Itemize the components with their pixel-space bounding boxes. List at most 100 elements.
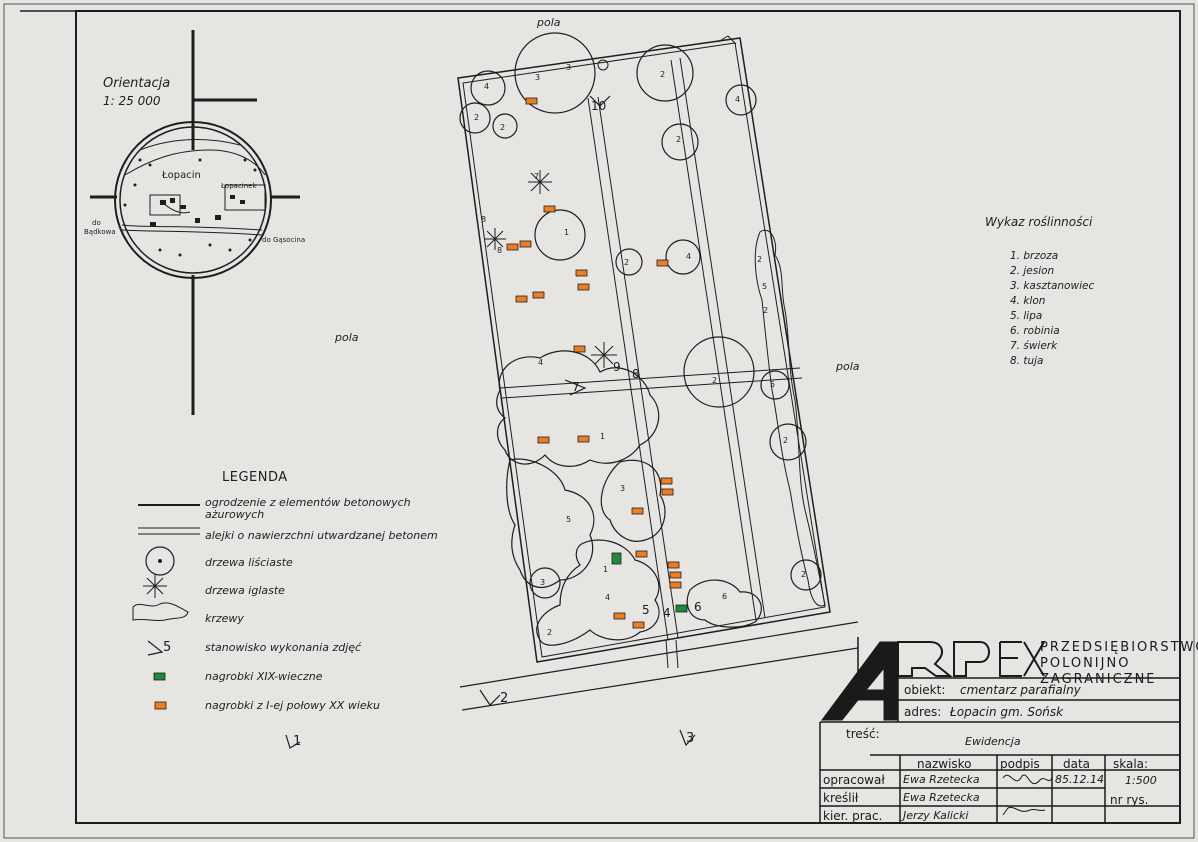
legend-fence: ogrodzenie z elementów betonowych ażurow… — [205, 496, 411, 521]
tree-label: 3 — [566, 63, 572, 72]
photo-station-5: 5 — [642, 603, 650, 617]
vegetation-item: 1. brzoza — [1010, 250, 1059, 262]
paper-edge — [3, 3, 1195, 839]
tree-label: 3 — [620, 484, 626, 493]
header-date: data — [1063, 757, 1091, 771]
tree-label: 1 — [600, 432, 606, 441]
field-label-left: pola — [335, 331, 359, 344]
orientation-scale: 1: 25 000 — [103, 94, 161, 108]
legend-photo-symbol: 5 — [163, 640, 172, 655]
photo-station-10: 10 — [591, 99, 607, 113]
tree-label: 1 — [603, 565, 609, 574]
tree-label: 2 — [474, 113, 480, 122]
legend-alleys: alejki o nawierzchni utwardzanej betonem — [205, 529, 438, 542]
company-line-2: POLONIJNO — [1040, 656, 1131, 671]
row-name: Ewa Rzetecka — [903, 773, 980, 786]
legend-shrubs: krzewy — [205, 612, 244, 625]
tree-label: 8 — [497, 246, 503, 255]
legend-conifers: drzewa iglaste — [205, 584, 285, 597]
inset-road-left-1: do — [92, 219, 101, 227]
company-line-1: PRZEDSIĘBIORSTWO — [1040, 640, 1198, 655]
vegetation-item: 3. kasztanowiec — [1010, 280, 1095, 292]
tree-label: 2 — [660, 70, 666, 79]
legend-tombs-19th: nagrobki XIX-wieczne — [205, 670, 323, 683]
row-name: Ewa Rzetecka — [903, 791, 980, 804]
content-value: Ewidencja — [965, 735, 1021, 748]
photo-station-4: 4 — [663, 606, 671, 620]
tombs-19th-century — [153, 552, 688, 681]
inset-village-label: Łopacin — [162, 170, 201, 181]
scale-value: 1:500 — [1125, 774, 1157, 787]
tree-label: 2 — [783, 436, 789, 445]
row-role: opracował — [823, 773, 885, 787]
tree-label: 2 — [757, 255, 763, 264]
tree-label: 2 — [676, 135, 682, 144]
title-block-grid — [819, 637, 1180, 823]
tree-label: 8 — [481, 215, 487, 224]
legend-photo-station: stanowisko wykonania zdjęć — [205, 641, 362, 654]
tombs-20th-century — [154, 97, 682, 710]
vegetation-item: 5. lipa — [1010, 310, 1043, 322]
inset-village2-label: Łopacinek — [221, 182, 257, 190]
legend-symbols — [132, 504, 200, 622]
row-name: Jerzy Kalicki — [903, 809, 969, 822]
tree-label: 6 — [722, 592, 728, 601]
tree-label: 5 — [762, 282, 768, 291]
address-label: adres: — [904, 705, 942, 719]
vegetation-item: 2. jesion — [1010, 265, 1055, 277]
tree-label: 2 — [547, 628, 553, 637]
object-value: cmentarz parafialny — [960, 683, 1081, 697]
inset-road-left-2: Bądkowa — [84, 228, 116, 236]
tree-label: 4 — [484, 82, 490, 91]
header-name: nazwisko — [917, 757, 972, 771]
field-label-top: pola — [537, 16, 561, 29]
orientation-title: Orientacja — [103, 76, 171, 91]
legend-title: LEGENDA — [222, 470, 288, 485]
photo-station-7: 7 — [572, 380, 580, 394]
vegetation-item: 7. świerk — [1010, 340, 1058, 352]
tree-label: 2 — [500, 123, 506, 132]
inset-road-right: do Gąsocina — [262, 236, 306, 244]
photo-station-1: 1 — [293, 734, 302, 749]
legend-deciduous: drzewa liściaste — [205, 556, 293, 569]
tree-label: 3 — [535, 73, 541, 82]
vegetation-item: 4. klon — [1010, 295, 1046, 307]
address-value: Łopacin gm. Sońsk — [950, 705, 1064, 719]
tree-label: 2 — [624, 258, 630, 267]
frame-border — [75, 10, 1181, 824]
row-date: 85.12.14 — [1055, 773, 1104, 786]
company-line-3: ZAGRANICZNE — [1040, 672, 1157, 687]
arpex-logo — [821, 641, 1045, 721]
photo-station-9: 9 — [613, 360, 621, 374]
tree-label: 3 — [540, 578, 546, 587]
photo-station-arrows — [147, 95, 696, 749]
tree-label: 1 — [564, 228, 570, 237]
content-label: treść: — [846, 727, 880, 741]
tree-label: 5 — [566, 515, 572, 524]
drawing-number-label: nr rys. — [1110, 793, 1149, 807]
company-name: PRZEDSIĘBIORSTWO POLONIJNO ZAGRANICZNE — [1040, 640, 1198, 688]
tree-label: 2 — [801, 570, 807, 579]
header-sign: podpis — [1000, 757, 1040, 771]
photo-station-2: 2 — [500, 691, 509, 706]
vegetation-title: Wykaz roślinności — [985, 215, 1093, 229]
header-scale: skala: — [1113, 757, 1149, 771]
tree-label: 4 — [735, 95, 741, 104]
field-label-right: pola — [836, 360, 860, 373]
row-role: kreślił — [823, 791, 859, 805]
row-role: kier. prac. — [823, 809, 883, 823]
tree-label: 4 — [605, 593, 611, 602]
photo-station-3: 3 — [686, 731, 695, 746]
tree-label: 7 — [534, 172, 540, 181]
photo-station-8: 8 — [632, 367, 640, 381]
orientation-map — [90, 30, 300, 415]
tree-label: 4 — [686, 252, 692, 261]
vegetation-item: 6. robinia — [1010, 325, 1060, 337]
tree-label: 4 — [538, 358, 544, 367]
photo-station-6: 6 — [694, 600, 702, 614]
vegetation-item: 8. tuja — [1010, 355, 1044, 367]
cemetery-plan — [457, 32, 859, 711]
conifer-symbols — [143, 170, 617, 598]
